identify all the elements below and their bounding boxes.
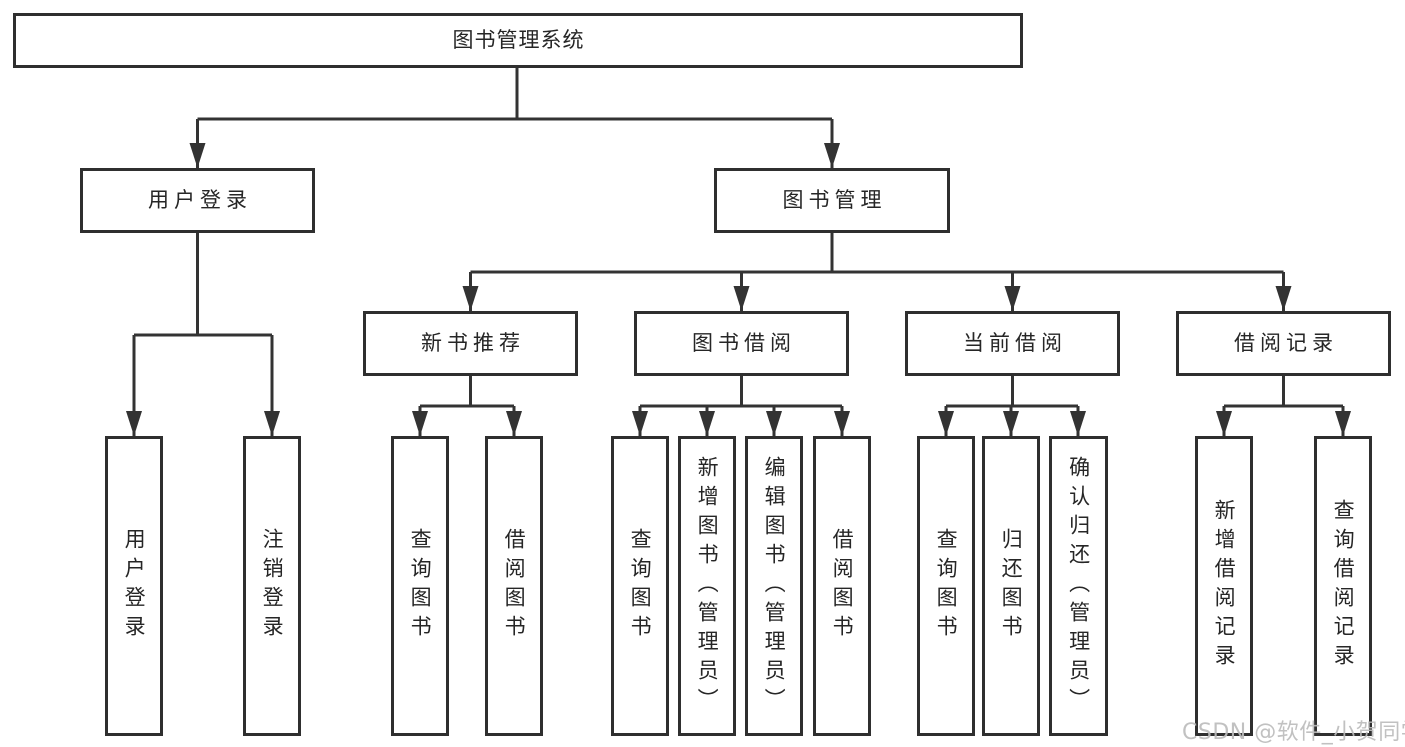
node-new-book-recommend: 新书推荐 — [363, 311, 578, 376]
leaf-add-borrow-record: 新增借阅记录 — [1195, 436, 1253, 736]
node-book-management-label: 图书管理 — [782, 188, 887, 213]
leaf-borrow-book-label: 借阅图书 — [830, 528, 855, 644]
watermark-text: CSDN @软件_小贺同学 — [1182, 720, 1405, 745]
node-book-management: 图书管理 — [714, 168, 950, 233]
node-book-borrow-label: 图书借阅 — [692, 331, 796, 356]
leaf-borrow-book-recommend: 借阅图书 — [485, 436, 543, 736]
node-user-login-label: 用户登录 — [148, 188, 252, 213]
leaf-user-login: 用户登录 — [105, 436, 163, 736]
leaf-confirm-return-admin-label: 确认归还（管理员） — [1066, 455, 1091, 717]
node-root: 图书管理系统 — [13, 13, 1023, 68]
leaf-return-book-label: 归还图书 — [999, 528, 1024, 644]
node-current-borrow: 当前借阅 — [905, 311, 1120, 376]
leaf-search-book-current: 查询图书 — [917, 436, 975, 736]
leaf-borrow-book-recommend-label: 借阅图书 — [502, 528, 527, 644]
node-user-login: 用户登录 — [80, 168, 315, 233]
leaf-search-book-recommend-label: 查询图书 — [408, 528, 433, 644]
leaf-search-book-borrow-label: 查询图书 — [628, 528, 653, 644]
leaf-return-book: 归还图书 — [982, 436, 1040, 736]
leaf-user-login-label: 用户登录 — [122, 528, 147, 644]
leaf-search-book-borrow: 查询图书 — [611, 436, 669, 736]
leaf-logout: 注销登录 — [243, 436, 301, 736]
node-root-label: 图书管理系统 — [452, 28, 585, 53]
leaf-add-borrow-record-label: 新增借阅记录 — [1212, 499, 1237, 673]
node-current-borrow-label: 当前借阅 — [963, 331, 1067, 356]
leaf-borrow-book: 借阅图书 — [813, 436, 871, 736]
node-borrow-records-label: 借阅记录 — [1234, 331, 1338, 356]
leaf-edit-book-admin: 编辑图书（管理员） — [745, 436, 803, 736]
leaf-search-book-current-label: 查询图书 — [934, 528, 959, 644]
leaf-edit-book-admin-label: 编辑图书（管理员） — [762, 455, 787, 717]
leaf-logout-label: 注销登录 — [260, 528, 285, 644]
leaf-confirm-return-admin: 确认归还（管理员） — [1049, 436, 1108, 736]
leaf-add-book-admin: 新增图书（管理员） — [678, 436, 736, 736]
node-borrow-records: 借阅记录 — [1176, 311, 1391, 376]
connector-paths — [132, 68, 1345, 436]
node-new-book-recommend-label: 新书推荐 — [421, 331, 525, 356]
leaf-search-book-recommend: 查询图书 — [391, 436, 449, 736]
leaf-search-borrow-record: 查询借阅记录 — [1314, 436, 1372, 736]
leaf-add-book-admin-label: 新增图书（管理员） — [695, 455, 720, 717]
node-book-borrow: 图书借阅 — [634, 311, 849, 376]
arrowheads — [126, 143, 1351, 436]
leaf-search-borrow-record-label: 查询借阅记录 — [1331, 499, 1356, 673]
